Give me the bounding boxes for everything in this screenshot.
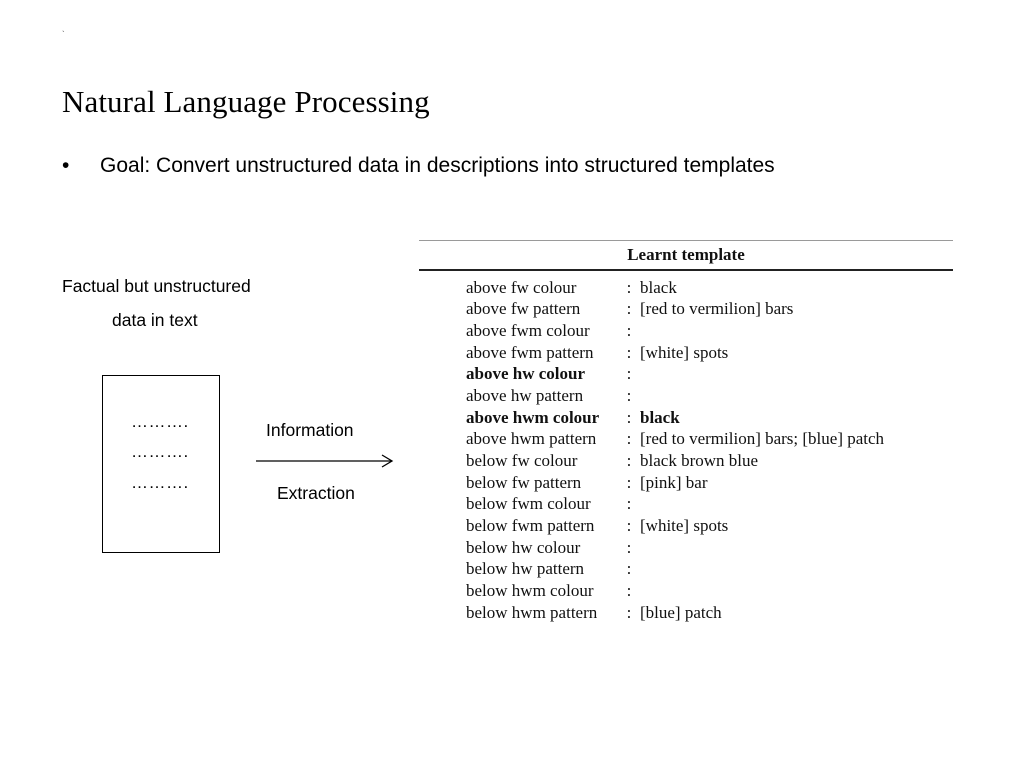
template-field-name: below hwm pattern [466,602,598,622]
template-separator: : [626,277,632,297]
table-body: above fw colour: black above fw pattern: [r… [419,271,953,624]
template-separator: : [626,342,632,362]
template-separator: : [626,385,632,405]
template-separator: : [626,407,632,427]
table-row: below hwm colour: [419,580,953,602]
template-separator: : [626,516,632,536]
template-separator: : [626,320,632,340]
template-field-name: below hw pattern [466,559,585,579]
template-separator: : [626,364,632,384]
right-arrow-icon [256,454,394,468]
template-field-name: above hwm colour [466,407,600,427]
template-separator: : [626,299,632,319]
table-row: above hw colour: [419,363,953,385]
template-field-value: [white] spots [640,516,729,536]
template-separator: : [626,602,632,622]
template-separator: : [626,429,632,449]
text-box-line: ………. [131,412,189,431]
template-field-value: [red to vermilion] bars; [blue] patch [640,429,885,449]
template-field-value: black [640,277,677,297]
template-field-name: below hw colour [466,537,581,557]
template-separator: : [626,581,632,601]
slide-title: Natural Language Processing [62,84,430,119]
template-field-name: below fwm pattern [466,516,595,536]
table-row: below fwm pattern: [white] spots [419,515,953,537]
table-row: above hw pattern: [419,385,953,407]
table-row: below hw pattern: [419,558,953,580]
template-field-value: [pink] bar [640,472,708,492]
template-separator: : [626,559,632,579]
template-field-value: [white] spots [640,342,729,362]
table-row: above fwm pattern: [white] spots [419,342,953,364]
goal-bullet: • Goal: Convert unstructured data in des… [62,154,775,178]
table-header-rule [419,269,953,271]
stray-mark: ` [62,30,65,39]
template-separator: : [626,472,632,492]
template-field-name: above hw colour [466,364,585,384]
template-field-name: above hwm pattern [466,429,597,449]
template-separator: : [626,451,632,470]
template-separator: : [626,494,632,514]
arrow-label-bottom: Extraction [277,483,355,503]
template-field-name: above fwm colour [466,320,590,340]
text-box-line: ………. [131,473,189,492]
table-header: Learnt template [627,245,745,264]
template-field-value: [red to vermilion] bars [640,299,794,319]
template-field-name: below fw pattern [466,472,582,492]
table-row: below fw colour: black brown blue [419,450,953,472]
template-field-value: black brown blue [640,451,759,470]
table-row: above fwm colour: [419,320,953,342]
template-field-value: [blue] patch [640,602,722,622]
caption-line-1: Factual but unstructured [62,276,251,296]
template-separator: : [626,537,632,557]
caption-line-2: data in text [112,310,198,330]
table-row: above fw colour: black [419,277,953,299]
template-field-name: below fw colour [466,451,578,470]
template-field-name: below fwm colour [466,494,591,514]
table-row: below fwm colour: [419,493,953,515]
template-field-name: above fw pattern [466,299,581,319]
template-field-value: black [640,407,680,427]
table-row: above hwm colour: black [419,407,953,429]
table-row: above hwm pattern: [red to vermilion] bar… [419,428,953,450]
table-row: below hw colour: [419,537,953,559]
table-row: below fw pattern: [pink] bar [419,472,953,494]
unstructured-text-box: ………. ………. ………. [102,375,220,553]
arrow-label-top: Information [266,420,354,440]
text-box-line: ………. [131,442,189,461]
table-row: above fw pattern: [red to vermilion] bars [419,298,953,320]
template-field-name: above fw colour [466,277,577,297]
bullet-dot-icon: • [62,154,70,177]
template-field-name: above fwm pattern [466,342,594,362]
goal-bullet-text: Goal: Convert unstructured data in descr… [100,154,775,177]
table-top-rule [419,240,953,241]
template-field-name: below hwm colour [466,581,594,601]
template-field-name: above hw pattern [466,385,584,405]
table-row: below hwm pattern: [blue] patch [419,602,953,624]
